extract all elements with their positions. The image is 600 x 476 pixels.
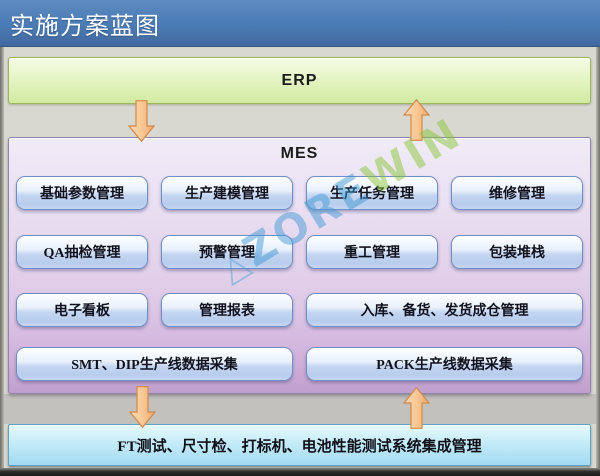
slide-header: 实施方案蓝图: [0, 0, 600, 47]
module-basic-params: 基础参数管理: [16, 176, 148, 210]
module-qa-sampling: QA抽检管理: [16, 235, 148, 269]
erp-box: ERP: [8, 57, 591, 104]
slide-edge-right: [596, 47, 600, 476]
module-maintenance: 维修管理: [451, 176, 583, 210]
mes-row-1: 基础参数管理 生产建模管理 生产任务管理 维修管理: [9, 176, 590, 210]
module-rework: 重工管理: [306, 235, 438, 269]
module-smt-dip-data-collection: SMT、DIP生产线数据采集: [16, 347, 293, 381]
mes-row-4: SMT、DIP生产线数据采集 PACK生产线数据采集: [9, 347, 590, 381]
slide-edge-left: [0, 47, 4, 476]
erp-label: ERP: [281, 71, 318, 89]
mes-row-3: 电子看板 管理报表 入库、备货、发货成仓管理: [9, 293, 590, 327]
up-arrow-icon: [403, 99, 430, 141]
down-arrow-icon: [129, 386, 156, 428]
module-production-modeling: 生产建模管理: [161, 176, 293, 210]
up-arrow-icon: [403, 387, 430, 429]
mes-label: MES: [280, 145, 319, 162]
module-alert-management: 预警管理: [161, 235, 293, 269]
lower-gap-band: [0, 394, 600, 424]
page-title: 实施方案蓝图: [10, 13, 160, 40]
mes-row-2: QA抽检管理 预警管理 重工管理 包装堆栈: [9, 235, 590, 269]
module-pack-data-collection: PACK生产线数据采集: [306, 347, 583, 381]
integration-bar: FT测试、尺寸检、打标机、电池性能测试系统集成管理: [8, 424, 591, 466]
module-warehouse-management: 入库、备货、发货成仓管理: [306, 293, 583, 327]
down-arrow-icon: [128, 100, 155, 142]
module-packing-stack: 包装堆栈: [451, 235, 583, 269]
module-reports: 管理报表: [161, 293, 293, 327]
module-e-kanban: 电子看板: [16, 293, 148, 327]
mes-panel: MES 基础参数管理 生产建模管理 生产任务管理 维修管理 QA抽检管理 预警管…: [8, 137, 591, 394]
slide-edge-bottom: [0, 468, 600, 476]
module-production-task: 生产任务管理: [306, 176, 438, 210]
